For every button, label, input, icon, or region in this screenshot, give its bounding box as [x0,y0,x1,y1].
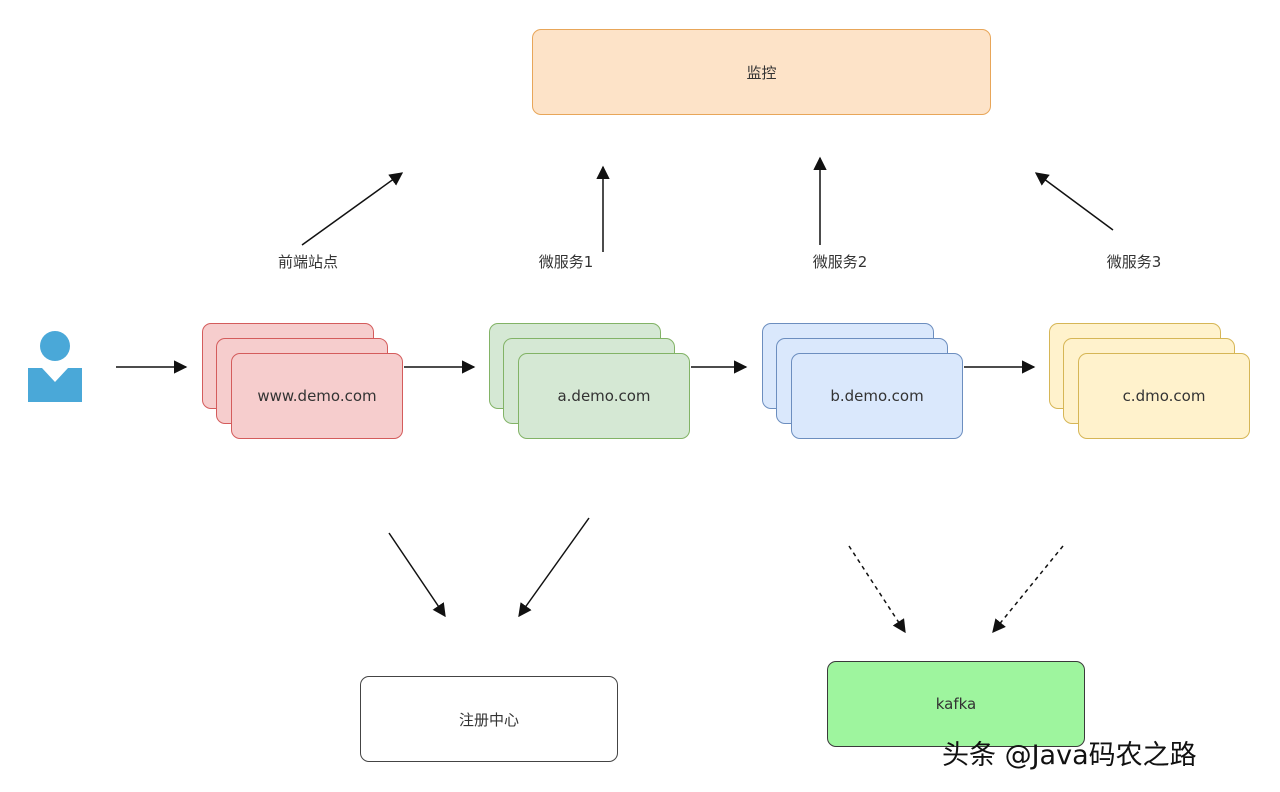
a-box: a.demo.com [518,353,690,439]
b-box: b.demo.com [791,353,963,439]
user-icon [28,330,82,402]
b-label: b.demo.com [830,387,924,405]
monitor-box: 监控 [532,29,991,115]
www-label: www.demo.com [257,387,377,405]
arrow-b-to-kafka [848,545,906,634]
arrow-a-to-registry [518,517,590,618]
kafka-box: kafka [827,661,1085,747]
watermark-text: 头条 @Java码农之路 [942,740,1197,771]
kafka-label: kafka [935,695,977,713]
arrow-www-to-registry [388,532,446,618]
arrow-frontend-to-monitor [301,172,404,246]
www-box: www.demo.com [231,353,403,439]
c-label: c.dmo.com [1122,387,1206,405]
registry-box: 注册中心 [360,676,618,762]
micro3-label: 微服务3 [1106,253,1162,271]
frontend-site-label: 前端站点 [277,253,339,271]
c-box: c.dmo.com [1078,353,1250,439]
micro1-label: 微服务1 [538,253,594,271]
micro2-label: 微服务2 [812,253,868,271]
monitor-label: 监控 [746,63,777,82]
registry-label: 注册中心 [458,710,519,729]
arrow-c-to-kafka [992,545,1064,634]
arrow-micro3-to-monitor [1034,172,1114,231]
a-label: a.demo.com [557,387,651,405]
